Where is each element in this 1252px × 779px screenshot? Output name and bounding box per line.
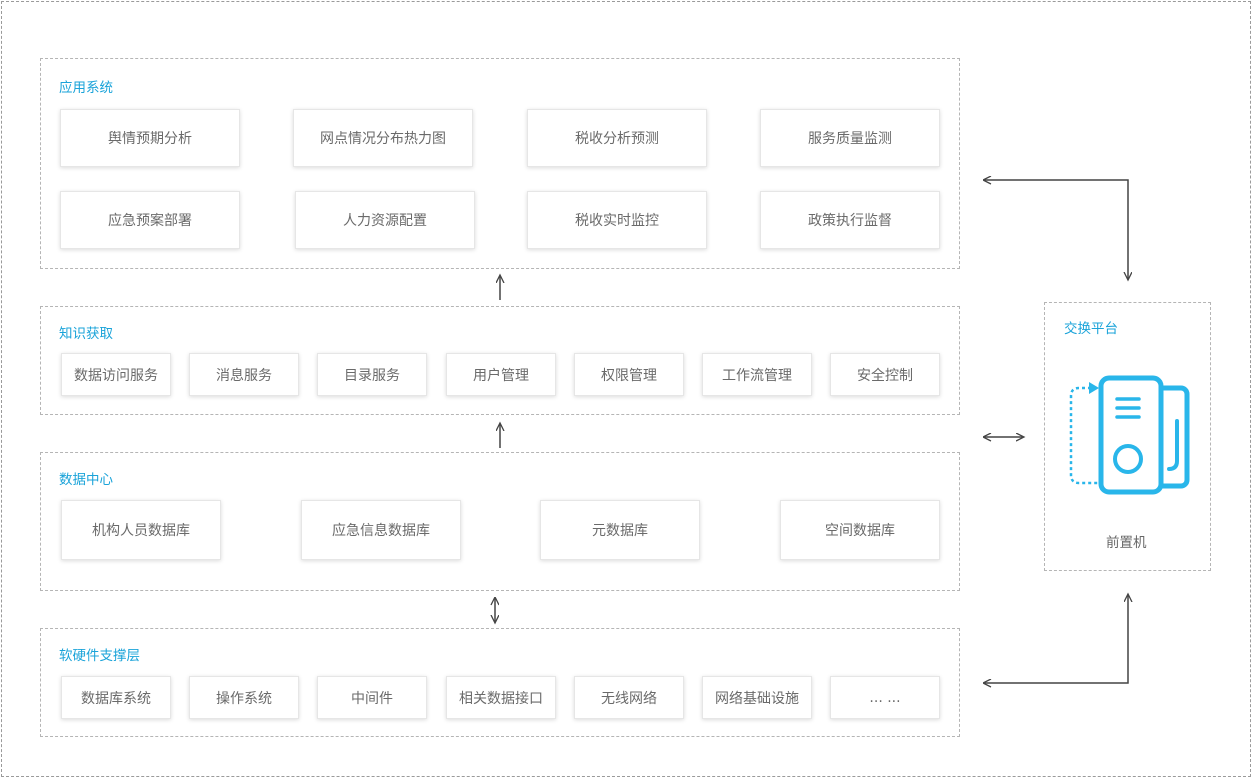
layer-application: 应用系统 舆情预期分析 网点情况分布热力图 税收分析预测 服务质量监测 应急预案… [40, 58, 960, 269]
box-knowledge-2: 消息服务 [189, 353, 299, 396]
box-infra-6: 网络基础设施 [702, 676, 812, 719]
box-knowledge-3: 目录服务 [317, 353, 427, 396]
box-knowledge-4: 用户管理 [446, 353, 556, 396]
layer-datacenter: 数据中心 机构人员数据库 应急信息数据库 元数据库 空间数据库 [40, 452, 960, 591]
box-knowledge-7: 安全控制 [830, 353, 940, 396]
layer-title-knowledge: 知识获取 [59, 326, 113, 342]
layer-title-infrastructure: 软硬件支撑层 [59, 648, 140, 664]
box-app-5: 应急预案部署 [60, 191, 240, 249]
box-datacenter-1: 机构人员数据库 [61, 500, 221, 560]
box-infra-4: 相关数据接口 [446, 676, 556, 719]
box-knowledge-5: 权限管理 [574, 353, 684, 396]
layer-title-datacenter: 数据中心 [59, 472, 113, 488]
box-infra-3: 中间件 [317, 676, 427, 719]
box-datacenter-3: 元数据库 [540, 500, 700, 560]
box-datacenter-4: 空间数据库 [780, 500, 940, 560]
layer-infrastructure: 软硬件支撑层 数据库系统 操作系统 中间件 相关数据接口 无线网络 网络基础设施… [40, 628, 960, 737]
box-app-3: 税收分析预测 [527, 109, 707, 167]
box-knowledge-1: 数据访问服务 [61, 353, 171, 396]
layer-knowledge: 知识获取 数据访问服务 消息服务 目录服务 用户管理 权限管理 工作流管理 安全… [40, 306, 960, 415]
box-app-8: 政策执行监督 [760, 191, 940, 249]
layer-title-application: 应用系统 [59, 80, 113, 96]
device-label: 前置机 [1106, 535, 1147, 551]
box-infra-5: 无线网络 [574, 676, 684, 719]
box-app-4: 服务质量监测 [760, 109, 940, 167]
exchange-title: 交换平台 [1064, 321, 1118, 337]
box-knowledge-6: 工作流管理 [702, 353, 812, 396]
box-infra-2: 操作系统 [189, 676, 299, 719]
box-app-2: 网点情况分布热力图 [293, 109, 473, 167]
box-app-6: 人力资源配置 [295, 191, 475, 249]
box-infra-7: ... ... [830, 676, 940, 719]
exchange-platform: 交换平台 前置机 [1044, 302, 1211, 571]
box-datacenter-2: 应急信息数据库 [301, 500, 461, 560]
server-icon [1069, 375, 1190, 495]
box-infra-1: 数据库系统 [61, 676, 171, 719]
box-app-1: 舆情预期分析 [60, 109, 240, 167]
box-app-7: 税收实时监控 [527, 191, 707, 249]
